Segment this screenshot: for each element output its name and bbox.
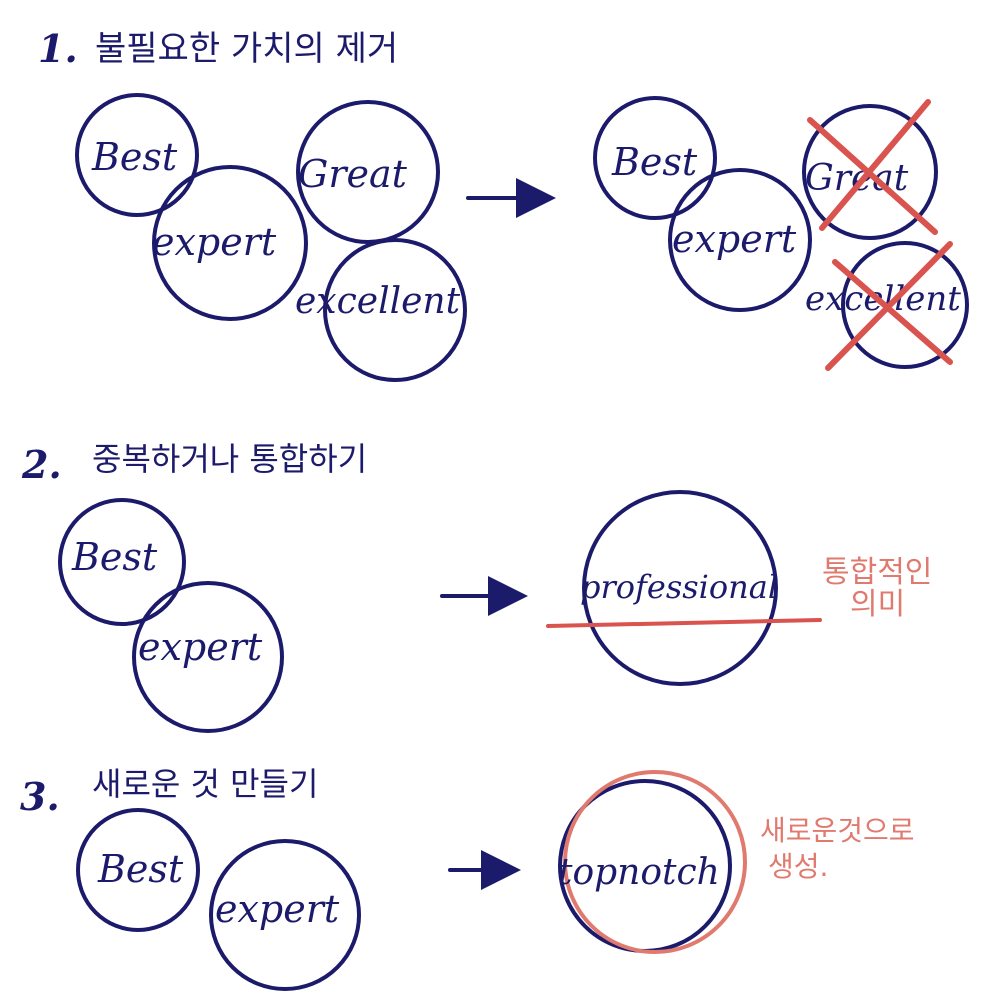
section-1-title: 불필요한 가치의 제거 (95, 29, 398, 69)
word-best-2: Best (71, 535, 158, 579)
note-integrated-line2: 의미 (850, 587, 905, 622)
word-expert-after: expert (672, 217, 797, 261)
word-excellent: excellent (295, 281, 461, 322)
circle-excellent (323, 238, 467, 382)
note-new-line2: 생성. (768, 850, 828, 883)
section-3-number: 3. (20, 774, 60, 819)
word-expert-3: expert (215, 887, 340, 931)
section-1-after-cluster: Best expert Great excellent (593, 96, 969, 371)
word-best-after: Best (611, 140, 698, 184)
section-3: 3. 새로운 것 만들기 Best expert topnotch 새로운것으로… (20, 765, 915, 991)
word-topnotch: topnotch (558, 852, 720, 893)
circle-expert (152, 165, 308, 321)
word-best-3: Best (97, 847, 184, 891)
circle-excellent-after (841, 241, 969, 369)
cross-excellent (825, 241, 953, 371)
word-expert-2: expert (138, 625, 263, 669)
section-2-title: 중복하거나 통합하기 (92, 440, 367, 478)
circle-expert-2 (132, 581, 284, 733)
circle-best-2 (58, 498, 186, 626)
word-best: Best (91, 135, 178, 179)
circle-best (75, 93, 199, 217)
word-expert: expert (152, 220, 277, 264)
circle-topnotch-highlight (563, 770, 747, 954)
section-1-number: 1. (38, 26, 78, 71)
circle-great (296, 100, 440, 244)
section-1: 1. 불필요한 가치의 제거 Best expert Great excelle… (38, 26, 969, 382)
section-1-before-cluster: Best expert Great excellent (75, 93, 467, 382)
note-new-line1: 새로운것으로 (760, 814, 915, 847)
section-3-title: 새로운 것 만들기 (92, 765, 318, 803)
circle-best-3 (76, 808, 200, 932)
circle-expert-after (668, 168, 812, 312)
section-2-number: 2. (21, 442, 62, 487)
circle-best-after (593, 96, 717, 220)
circle-great-after (802, 104, 938, 240)
circle-expert-3 (209, 839, 361, 991)
note-integrated-line1: 통합적인 (822, 555, 932, 590)
word-great: Great (298, 152, 408, 196)
section-2: 2. 중복하거나 통합하기 Best expert professional 통… (21, 440, 932, 733)
cross-great (807, 99, 938, 235)
professional-underline (546, 618, 822, 628)
word-professional: professional (580, 568, 778, 606)
circle-professional (582, 490, 778, 686)
